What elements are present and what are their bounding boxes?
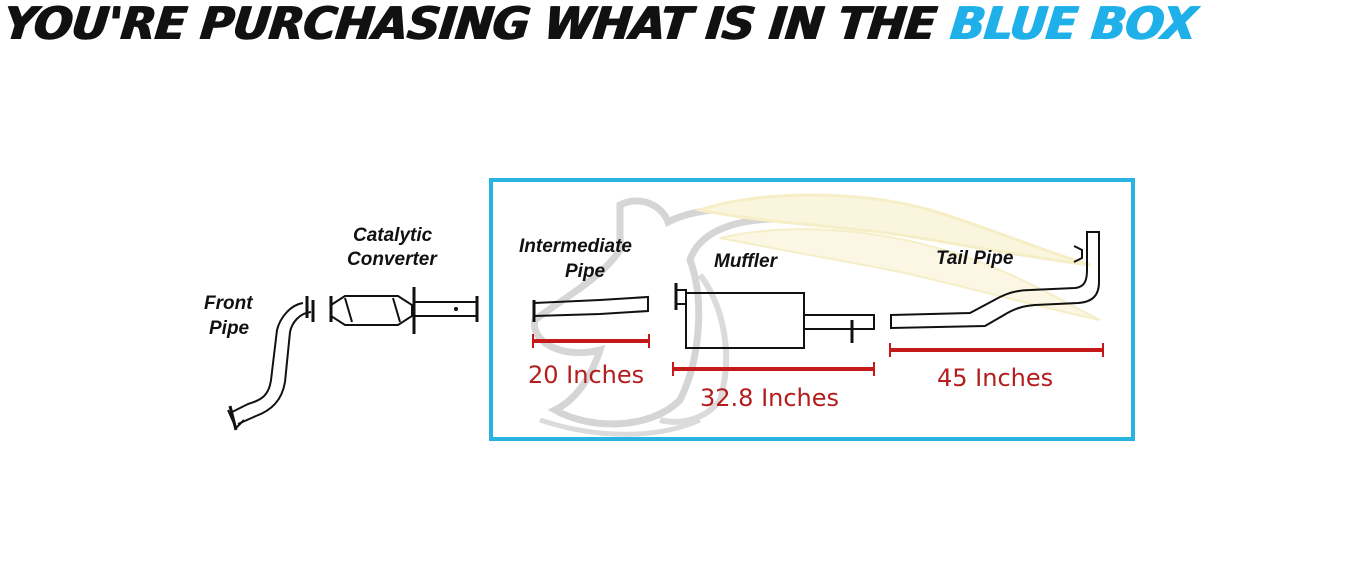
catalytic-converter-label-line1: Catalytic	[353, 225, 433, 246]
intermediate-pipe-drawing	[532, 295, 649, 322]
catalytic-converter-label-line2: Converter	[347, 249, 438, 270]
muffler-label: Muffler	[714, 251, 779, 272]
intermediate-pipe-label-line2: Pipe	[565, 261, 606, 282]
front-pipe-label-line2: Pipe	[209, 318, 250, 339]
horse-head-logo-icon	[531, 193, 1101, 437]
tail-pipe-label: Tail Pipe	[936, 248, 1014, 269]
muffler-dimension: 32.8 Inches	[700, 384, 839, 412]
muffler-drawing	[674, 283, 875, 349]
front-pipe-drawing	[227, 296, 315, 431]
tail-pipe-drawing	[890, 231, 1100, 330]
intermediate-pipe-label-line1: Intermediate	[519, 236, 632, 257]
catalytic-converter-drawing	[329, 287, 479, 334]
blue-box	[489, 178, 1135, 441]
tail-pipe-dimension: 45 Inches	[937, 364, 1053, 392]
front-pipe-label-line1: Front	[204, 293, 253, 314]
intermediate-pipe-dimension: 20 Inches	[528, 361, 644, 389]
